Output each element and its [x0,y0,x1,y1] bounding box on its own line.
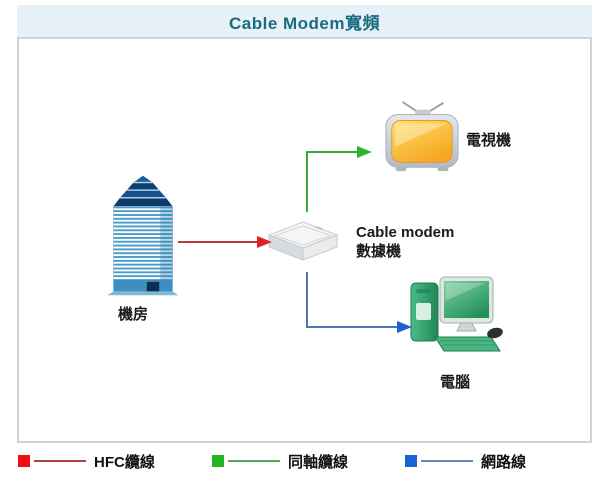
legend-item-coax: 同軸纜線 [212,451,348,471]
legend-item-hfc: HFC纜線 [18,451,155,471]
title-bar: Cable Modem寬頻 [17,5,592,37]
legend-label-coax: 同軸纜線 [288,453,349,471]
modem-label-line1: Cable modem [356,224,455,241]
page-title: Cable Modem寬頻 [228,13,381,33]
modem-label: Cable modem 數據機 [356,224,454,262]
computer-label: 電腦 [440,374,471,391]
cable-modem-icon [267,221,339,261]
tv-icon [385,101,459,172]
ethernet-line-icon [421,460,473,462]
building-label: 機房 [118,306,149,323]
modem-label-line2: 數據機 [356,242,402,260]
hfc-line-icon [34,460,86,462]
tv-label: 電視機 [466,132,512,149]
legend-item-ethernet: 網路線 [405,451,526,471]
hfc-swatch-icon [18,455,30,467]
coax-line-icon [228,460,280,462]
legend-label-hfc: HFC纜線 [94,453,155,471]
computer-icon [410,276,503,352]
building-icon [107,175,179,296]
coax-swatch-icon [212,455,224,467]
ethernet-swatch-icon [405,455,417,467]
legend-label-ethernet: 網路線 [481,453,527,471]
